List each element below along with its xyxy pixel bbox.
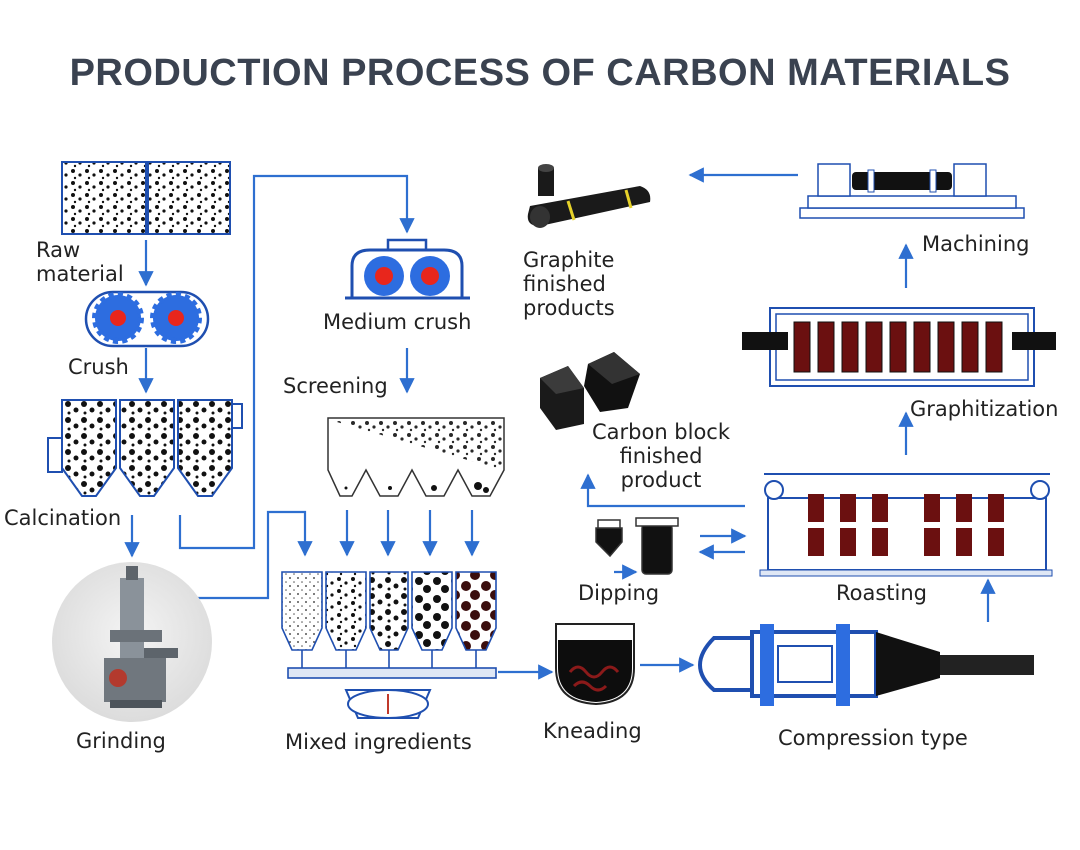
carbon-blocks xyxy=(540,352,640,430)
machining-lathe xyxy=(799,163,1025,219)
label-roasting: Roasting xyxy=(836,581,928,605)
crusher xyxy=(84,290,210,348)
label-compression-type: Compression type xyxy=(778,726,968,750)
dipping-tanks xyxy=(595,517,679,575)
label-graphite-products: Graphite finished products xyxy=(523,248,615,320)
label-screening: Screening xyxy=(283,374,388,398)
grinding-mill xyxy=(52,562,212,722)
label-machining: Machining xyxy=(922,232,1030,256)
flow-connectors xyxy=(124,167,996,680)
label-carbon-block: Carbon block finished product xyxy=(591,420,731,492)
label-raw-material: Raw material xyxy=(36,238,124,286)
mixing-hoppers xyxy=(281,571,497,719)
label-medium-crush: Medium crush xyxy=(323,310,472,334)
screening-machine xyxy=(327,417,505,497)
diagram-title: PRODUCTION PROCESS OF CARBON MATERIALS xyxy=(69,52,1011,94)
medium-crusher xyxy=(345,238,470,300)
label-dipping: Dipping xyxy=(578,581,660,605)
label-calcination: Calcination xyxy=(4,506,122,530)
label-crush: Crush xyxy=(68,355,129,379)
label-graphitization: Graphitization xyxy=(910,397,1059,421)
raw-material-bins xyxy=(61,161,231,235)
roasting-furnace xyxy=(759,473,1053,577)
graphitization-furnace xyxy=(742,307,1056,387)
label-kneading: Kneading xyxy=(543,719,642,743)
graphite-products xyxy=(527,164,651,228)
calcination-furnace xyxy=(47,399,243,497)
compression-press xyxy=(697,624,1034,706)
label-mixed-ingredients: Mixed ingredients xyxy=(285,730,472,754)
kneading-machine xyxy=(555,623,635,706)
label-grinding: Grinding xyxy=(76,729,166,753)
